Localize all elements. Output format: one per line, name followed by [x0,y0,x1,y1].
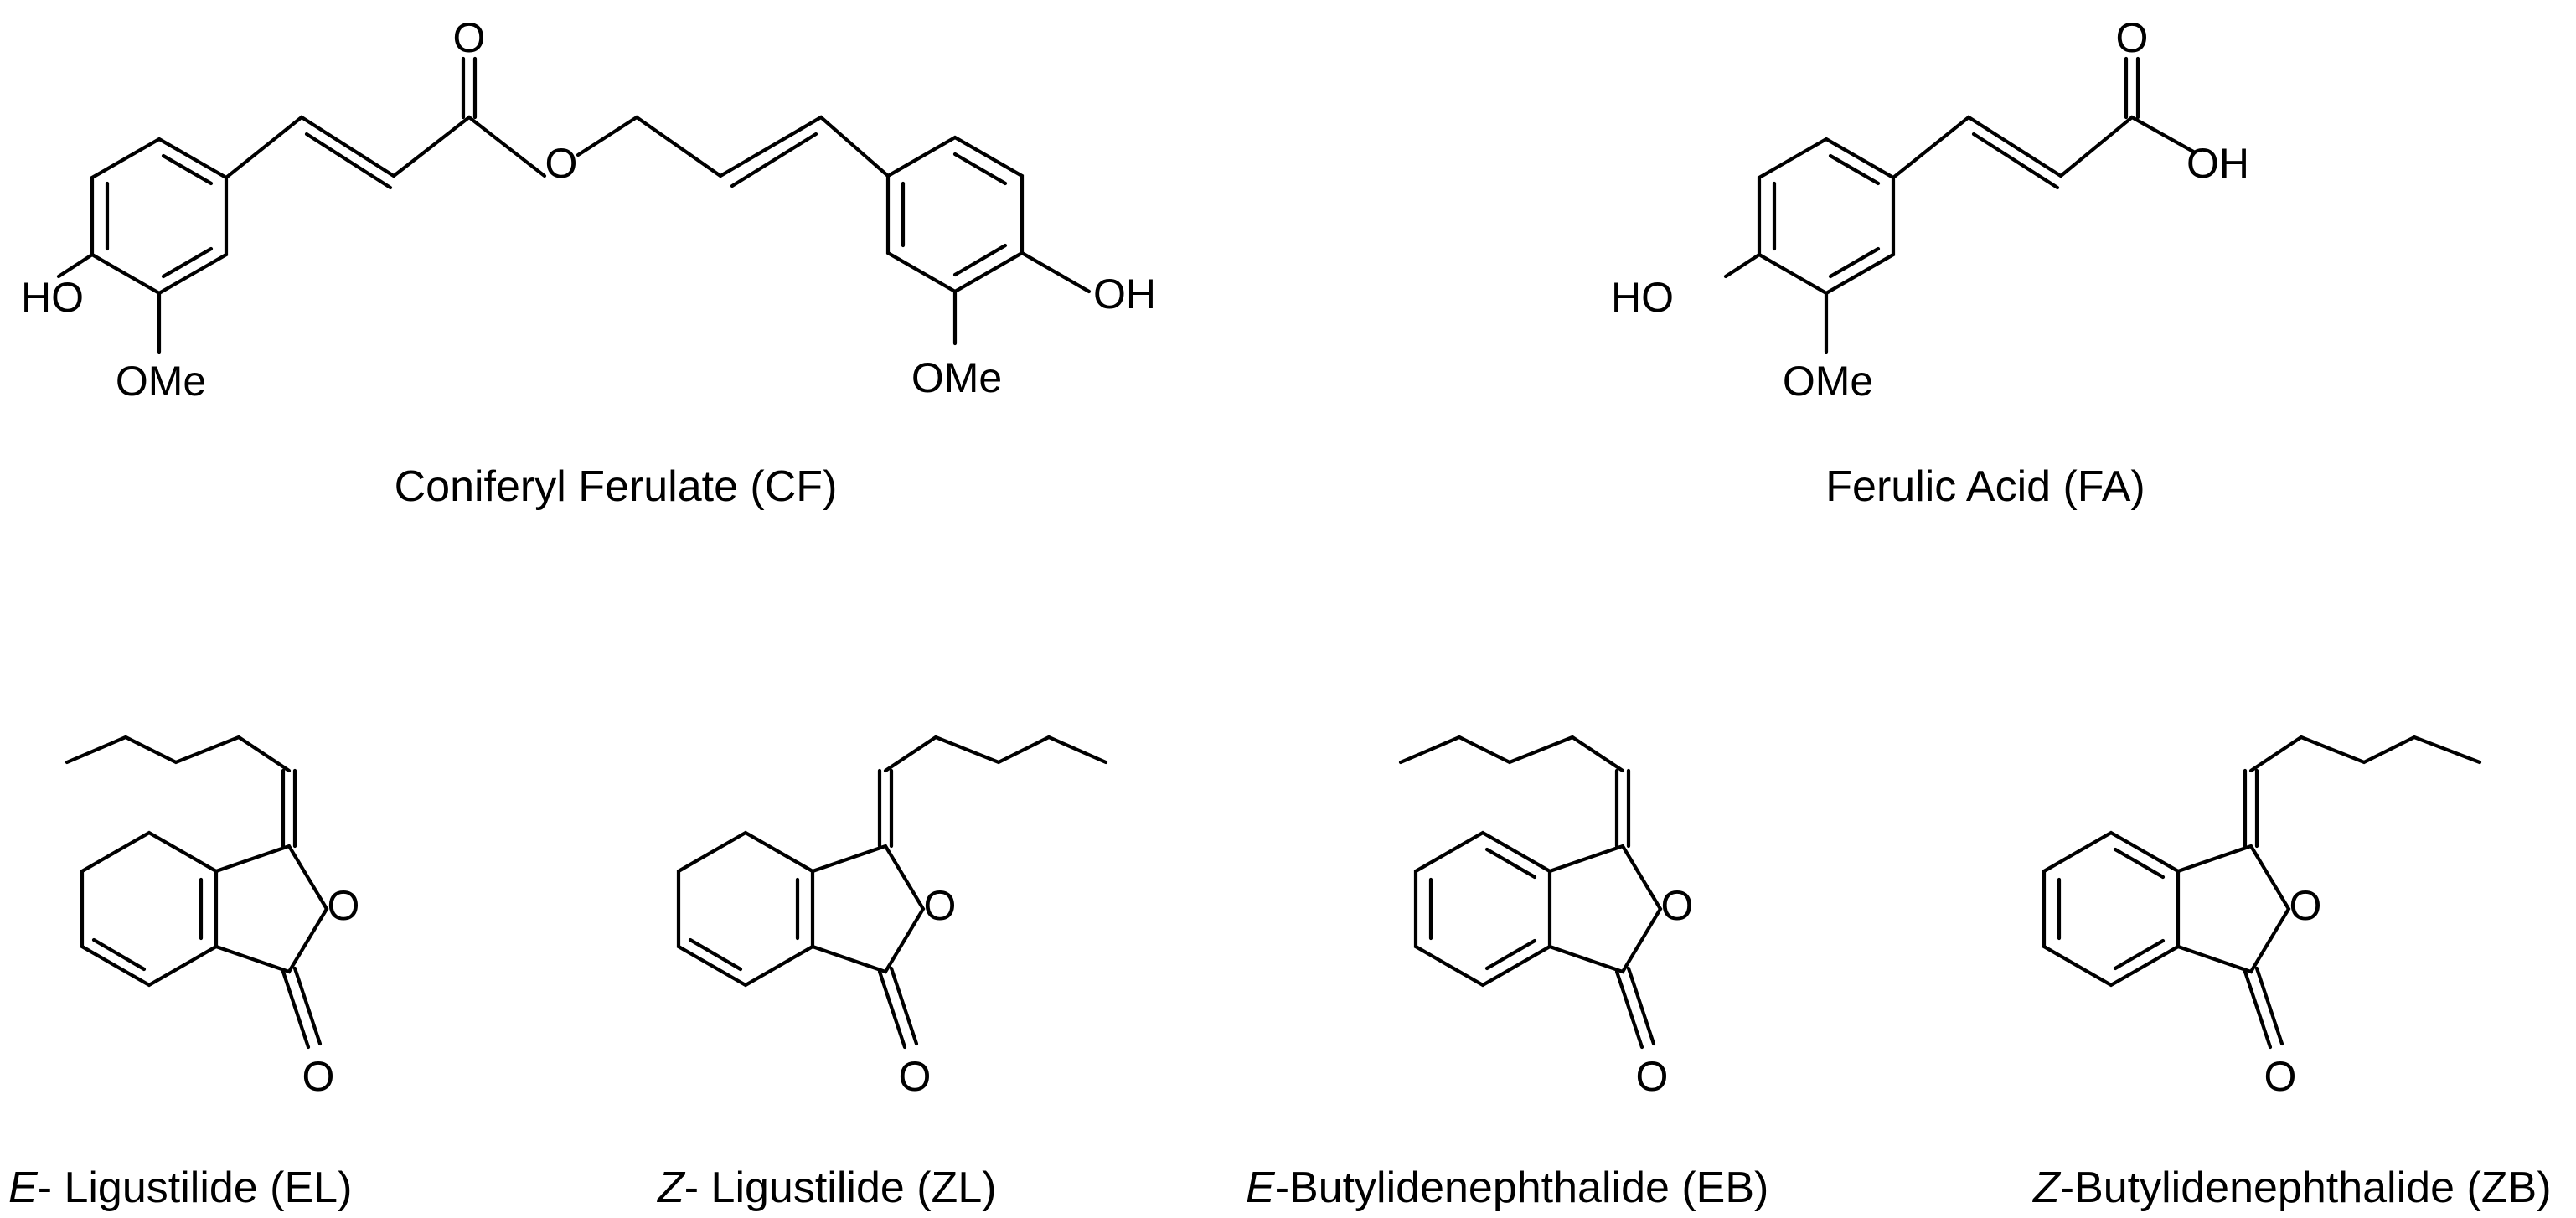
el-name-prefix: E [8,1164,39,1212]
el-exocyclic-bond [281,768,297,849]
zb-carbonyl-o: O [2264,1053,2297,1100]
fa-ring-inner-bonds [1772,153,1881,279]
cf-left-ring-inner-bonds [105,153,214,279]
zb-benzene-ring [2042,830,2181,988]
fa-carbonyl-o: O [2116,14,2149,61]
structure-ferulic-acid: O OH HO OMe Ferulic Acid (FA) [1611,14,2249,511]
el-six-ring-double-bonds [91,877,204,972]
cf-right-ring-inner-bonds [901,152,1008,277]
eb-carbonyl-bond [1614,966,1656,1050]
fa-name: Ferulic Acid (FA) [1825,462,2145,511]
zb-exocyclic-bond [2243,768,2259,849]
zl-carbonyl-bond [877,966,919,1050]
structure-e-butylidenephthalide: O O E-Butylidenephthalide (EB) [1246,735,1768,1212]
cf-carbonyl-o: O [453,14,486,61]
fa-ome-label: OMe [1783,358,1873,405]
el-carbonyl-bond [281,966,323,1050]
cf-ho-label: HO [21,274,84,321]
zl-lactone-ring [810,844,926,974]
zb-name: Z-Butylidenephthalide (ZB) [2031,1164,2552,1212]
zl-name: Z- Ligustilide (ZL) [656,1164,997,1212]
el-ring-o: O [328,882,360,929]
cf-name: Coniferyl Ferulate (CF) [395,462,838,511]
eb-name: E-Butylidenephthalide (EB) [1246,1164,1768,1212]
el-butyl-chain [65,735,292,773]
zb-butyl-chain [2248,735,2482,773]
cf-oh-bond [1020,250,1092,294]
structure-e-ligustilide: O O E- Ligustilide (EL) [8,735,360,1212]
eb-benzene-inner-bonds [1428,847,1537,971]
eb-name-rest: -Butylidenephthalide (EB) [1275,1164,1769,1212]
eb-exocyclic-bond [1614,768,1631,849]
zl-carbonyl-o: O [899,1053,932,1100]
eb-lactone-ring [1547,844,1663,974]
zl-name-prefix: Z [656,1164,686,1212]
fa-ho-label: HO [1611,274,1674,321]
zb-carbonyl-bond [2243,966,2284,1050]
el-lactone-ring [214,844,329,974]
structure-coniferyl-ferulate: O O HO OMe OH OMe Coniferyl Ferulate (CF… [21,14,1156,511]
cf-carbonyl-bond [461,56,478,120]
cf-right-ring [885,135,1025,294]
fa-ho-bond [1723,252,1762,279]
el-carbonyl-o: O [302,1053,335,1100]
cf-coniferyl-chain [576,115,891,178]
el-name: E- Ligustilide (EL) [8,1164,352,1212]
zl-ring-o: O [924,882,957,929]
zl-butyl-chain [883,735,1108,773]
zb-lactone-ring [2176,844,2291,974]
eb-butyl-chain [1398,735,1625,773]
eb-carbonyl-o: O [1636,1053,1669,1100]
structure-z-ligustilide: O O Z- Ligustilide (ZL) [656,735,1108,1212]
cf-ester-o: O [545,140,578,187]
fa-chain [1891,115,2197,180]
zb-ring-o: O [2289,882,2322,929]
fa-ring [1757,137,1896,296]
zb-name-rest: -Butylidenephthalide (ZB) [2060,1164,2552,1212]
structure-z-butylidenephthalide: O O Z-Butylidenephthalide (ZB) [2031,735,2552,1212]
el-name-rest: - Ligustilide (EL) [38,1164,353,1212]
zb-name-prefix: Z [2031,1164,2062,1212]
cf-oh-label: OH [1093,271,1156,317]
eb-benzene-ring [1413,830,1552,988]
zl-name-rest: - Ligustilide (ZL) [684,1164,997,1212]
el-six-ring [80,830,219,988]
eb-ring-o: O [1661,882,1694,929]
fa-carbonyl-bond [2124,56,2140,120]
eb-name-prefix: E [1246,1164,1276,1212]
cf-ho-bond [56,252,95,279]
fa-oh-label: OH [2186,140,2249,187]
zl-six-ring [676,830,815,988]
cf-left-ring [90,137,229,296]
cf-ferulate-chain [224,115,547,180]
zl-exocyclic-bond [877,768,894,849]
zl-six-ring-double-bonds [688,877,800,972]
zb-benzene-inner-bonds [2057,847,2166,971]
cf-ome-left-label: OMe [116,358,206,405]
cf-ome-right-label: OMe [911,354,1002,401]
